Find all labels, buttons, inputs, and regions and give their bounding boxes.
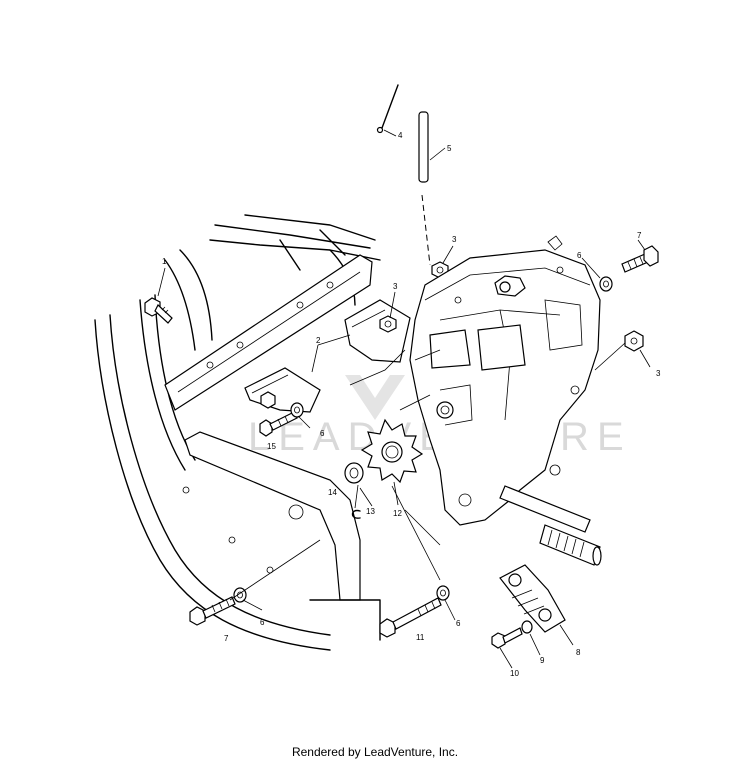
washer-6-mid [290,402,304,418]
callout-numbers: 1 2 3 3 3 4 5 6 6 6 6 7 7 8 9 10 11 12 1… [162,131,661,678]
pin-4 [376,84,399,134]
callout-13: 13 [366,507,375,516]
gearcase [409,235,601,526]
callout-6-bolt11: 6 [456,619,461,628]
bolt-7-top [621,245,659,273]
callout-3-right: 3 [656,369,661,378]
clip-13 [351,509,361,519]
callout-14: 14 [328,488,337,497]
bolt-11 [379,597,442,638]
bolt-15 [259,411,298,437]
bolt-7-lower [189,596,236,626]
callout-7-top: 7 [637,231,642,240]
callout-4: 4 [398,131,403,140]
washer-9 [521,620,533,634]
callout-7-lower: 7 [224,634,229,643]
callout-6-top: 6 [577,251,582,260]
frame-left [94,214,381,651]
washer-14 [344,462,364,484]
washer-6-bolt11 [436,585,450,601]
callout-6-lower: 6 [260,618,265,627]
callout-5: 5 [447,144,452,153]
mount-bracket-upper [344,299,411,363]
parts-diagram: LEADVENTURE [94,84,661,678]
callout-2: 2 [316,336,321,345]
bolt-1 [144,297,173,324]
callout-6-mid: 6 [320,429,325,438]
leader-lines [157,129,651,669]
mount-bracket-lower [244,367,321,413]
tube-5 [418,111,429,183]
callout-10: 10 [510,669,519,678]
nut-bracket-lower [260,391,276,409]
callout-8: 8 [576,648,581,657]
sprocket-12 [360,418,424,484]
washer-6-top [599,276,613,292]
footer-credit: Rendered by LeadVenture, Inc. [291,745,459,759]
callout-9: 9 [540,656,545,665]
leader-tube [421,194,431,266]
nut-3-mid [379,315,397,333]
bolt-10 [491,627,523,649]
callout-1: 1 [162,257,167,266]
callout-12: 12 [393,509,402,518]
nut-3-right [624,330,644,352]
callout-3-mid: 3 [393,282,398,291]
output-shaft [499,485,602,566]
callout-15: 15 [267,442,276,451]
callout-11: 11 [416,633,425,642]
callout-3-top: 3 [452,235,457,244]
upper-crossmember [164,254,373,411]
chain-guide-8 [499,564,566,633]
